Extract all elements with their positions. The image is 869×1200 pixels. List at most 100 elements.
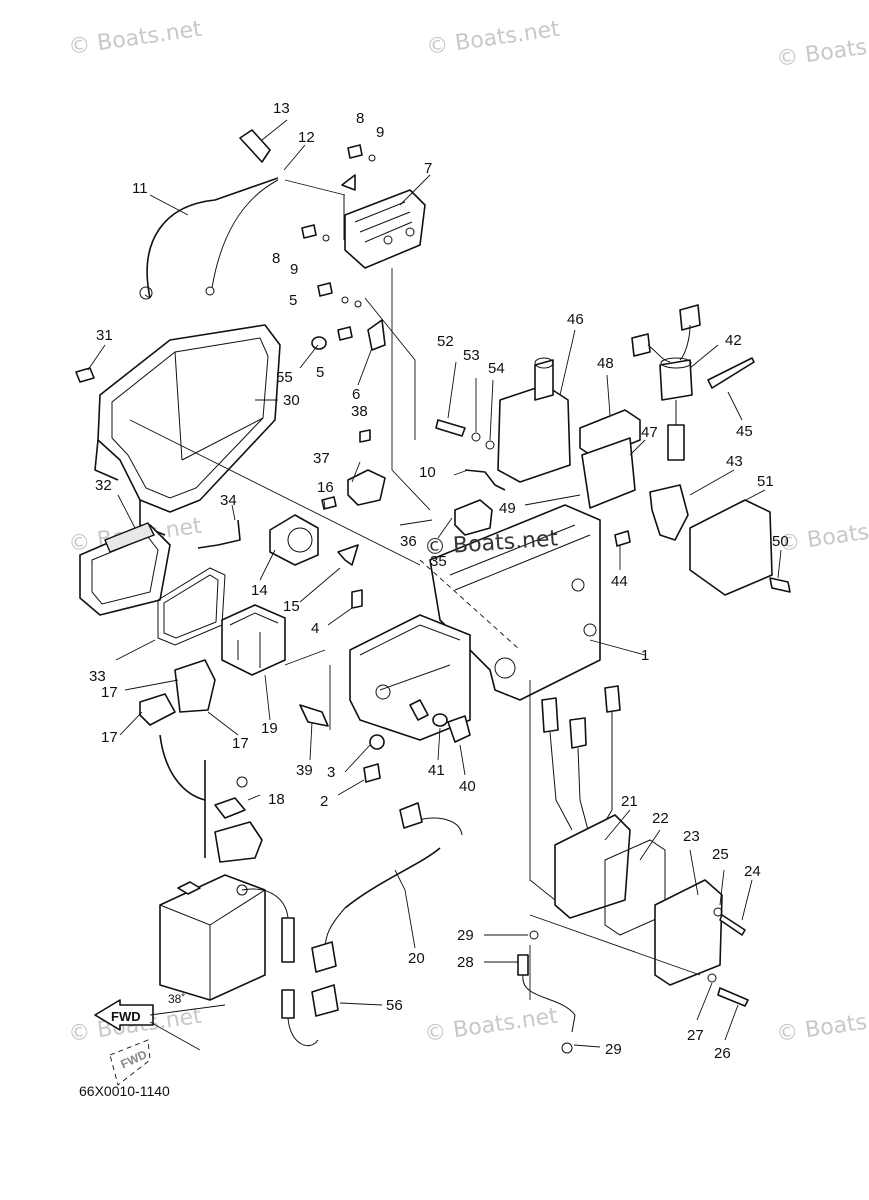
callout: 4 (311, 620, 319, 637)
callout: 28 (457, 954, 474, 971)
callout: 38 (351, 403, 368, 420)
part-27 (707, 973, 717, 983)
part-19 (221, 604, 286, 676)
callout: 14 (251, 582, 268, 599)
callout: 15 (283, 598, 300, 615)
callout: 21 (621, 793, 638, 810)
part-14 (269, 514, 319, 566)
callout: 41 (428, 762, 445, 779)
callout: 29 (605, 1041, 622, 1058)
callout: 9 (376, 124, 384, 141)
callout: 34 (220, 492, 237, 509)
callout: 39 (296, 762, 313, 779)
part-56 (311, 984, 339, 1017)
angle-label: 38˚ (168, 992, 185, 1006)
part-35 (454, 499, 493, 536)
callout: 12 (298, 129, 315, 146)
callout: 5 (316, 364, 324, 381)
callout: 17 (101, 729, 118, 746)
callout: 47 (641, 424, 658, 441)
callout: 43 (726, 453, 743, 470)
part-40 (447, 715, 471, 743)
callout: 16 (317, 479, 334, 496)
part-main-bracket-1 (349, 504, 601, 741)
part-coil-46 (497, 357, 571, 483)
part-15 (337, 544, 359, 566)
callout: 52 (437, 333, 454, 350)
callout: 25 (712, 846, 729, 863)
callout: 42 (725, 332, 742, 349)
callout: 35 (430, 553, 447, 570)
callout: 55 (276, 369, 293, 386)
callout: 13 (273, 100, 290, 117)
callout: 7 (424, 160, 432, 177)
callout: 51 (757, 473, 774, 490)
callout: 31 (96, 327, 113, 344)
callout-leaders (87, 119, 782, 1048)
part-34 (197, 519, 241, 549)
diagram-code: 66X0010-1140 (79, 1083, 170, 1099)
part-23 (654, 879, 723, 986)
callout: 27 (687, 1027, 704, 1044)
part-25 (713, 907, 723, 917)
bolts-small (75, 144, 376, 383)
callout: 40 (459, 778, 476, 795)
callout: 29 (457, 927, 474, 944)
part-26 (717, 987, 749, 1007)
fwd-label-dashed: FWD (118, 1047, 149, 1071)
callout: 11 (132, 180, 148, 197)
callout: 18 (268, 791, 285, 808)
callout: 8 (356, 110, 364, 127)
callout: 30 (283, 392, 300, 409)
fwd-label: FWD (111, 1009, 141, 1024)
part-4 (351, 589, 363, 609)
part-47 (581, 437, 636, 509)
callout: 49 (499, 500, 516, 517)
part-17 (139, 659, 216, 726)
part-37 (347, 469, 386, 506)
part-24 (719, 914, 746, 936)
callout: 56 (386, 997, 403, 1014)
part-18 (159, 734, 263, 863)
callout: 20 (408, 950, 425, 967)
part-16 (321, 496, 337, 510)
callout: 33 (89, 668, 106, 685)
part-3 (369, 734, 385, 750)
callout: 1 (641, 647, 649, 664)
part-gasket-33 (157, 567, 226, 646)
part-42 (631, 304, 701, 461)
part-28 (517, 954, 529, 976)
callout-labels: 1 2 3 4 5 5 6 7 8 8 9 9 10 11 12 13 14 1… (89, 100, 789, 1062)
part-52 (435, 419, 466, 437)
callout: 48 (597, 355, 614, 372)
callout: 44 (611, 573, 628, 590)
part-10 (464, 469, 506, 491)
callout: 37 (313, 450, 330, 467)
part-harness-21 (541, 685, 631, 919)
part-51 (689, 499, 773, 596)
part-28-wire (522, 974, 576, 1033)
callout: 22 (652, 810, 669, 827)
callout: 46 (567, 311, 584, 328)
callout: 10 (419, 464, 436, 481)
callout: 32 (95, 477, 112, 494)
part-cover-30 (94, 324, 281, 536)
callout: 3 (327, 764, 335, 781)
part-13 (239, 129, 271, 163)
part-43 (649, 484, 689, 541)
battery (159, 874, 289, 1001)
callout: 5 (289, 292, 297, 309)
part-54 (485, 440, 495, 450)
part-2 (363, 763, 381, 783)
callout: 26 (714, 1045, 731, 1062)
part-39 (299, 704, 329, 727)
callout: 45 (736, 423, 753, 440)
callout: 17 (101, 684, 118, 701)
callout: 36 (400, 533, 417, 550)
fwd-arrow (94, 999, 226, 1086)
callout: 54 (488, 360, 505, 377)
leader-lines (129, 179, 701, 1000)
part-fuse-holder-32 (79, 522, 171, 616)
callout: 53 (463, 347, 480, 364)
